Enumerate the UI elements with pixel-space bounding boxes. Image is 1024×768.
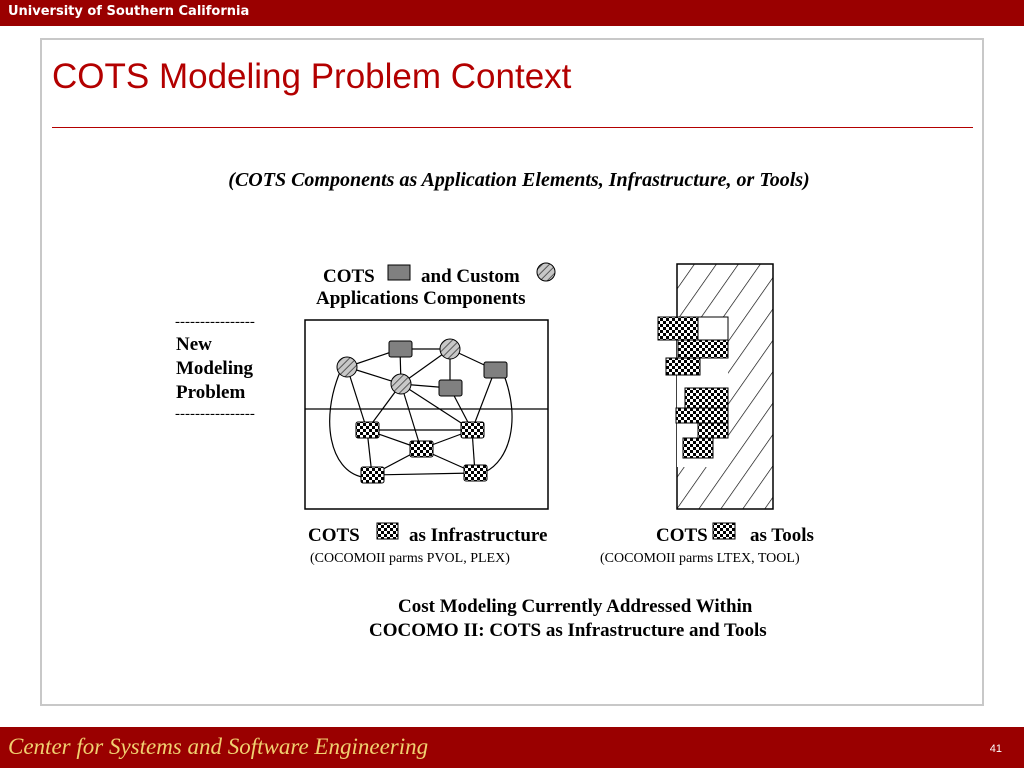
page-number: 41	[989, 743, 1002, 755]
slide-title: COTS Modeling Problem Context	[52, 57, 572, 96]
tools-label-text: as Tools	[750, 525, 814, 546]
university-name: University of Southern California	[8, 4, 250, 19]
apps-label-line2: Applications Components	[316, 288, 526, 309]
bottom-dashes: ----------------	[175, 406, 255, 422]
tools-diagram	[657, 263, 774, 510]
footer-bar: Center for Systems and Software Engineer…	[0, 727, 1024, 768]
conclusion-line2: COCOMO II: COTS as Infrastructure and To…	[369, 620, 767, 641]
infrastructure-diagram	[304, 319, 549, 510]
university-header-bar: University of Southern California	[0, 0, 1024, 26]
conclusion-line1: Cost Modeling Currently Addressed Within	[398, 596, 753, 617]
tools-legend-icon	[712, 522, 736, 540]
title-underline	[52, 127, 973, 128]
custom-legend-icon	[536, 262, 556, 282]
infra-parms: (COCOMOII parms PVOL, PLEX)	[310, 551, 510, 566]
infra-label-text: as Infrastructure	[409, 525, 548, 546]
side-label-problem: Problem	[176, 382, 246, 403]
footer-center-name: Center for Systems and Software Engineer…	[8, 734, 429, 759]
top-dashes: ----------------	[175, 314, 255, 330]
slide-frame	[40, 38, 984, 706]
infra-label-cots: COTS	[308, 525, 360, 546]
tools-label-cots: COTS	[656, 525, 708, 546]
apps-label-custom: and Custom	[421, 266, 520, 287]
side-label-new: New	[176, 334, 212, 355]
side-label-modeling: Modeling	[176, 358, 254, 379]
infra-legend-icon	[376, 522, 399, 540]
apps-label-cots: COTS	[323, 266, 375, 287]
tools-parms: (COCOMOII parms LTEX, TOOL)	[600, 551, 800, 566]
slide-subtitle: (COTS Components as Application Elements…	[228, 169, 810, 191]
cots-legend-icon	[387, 264, 411, 281]
